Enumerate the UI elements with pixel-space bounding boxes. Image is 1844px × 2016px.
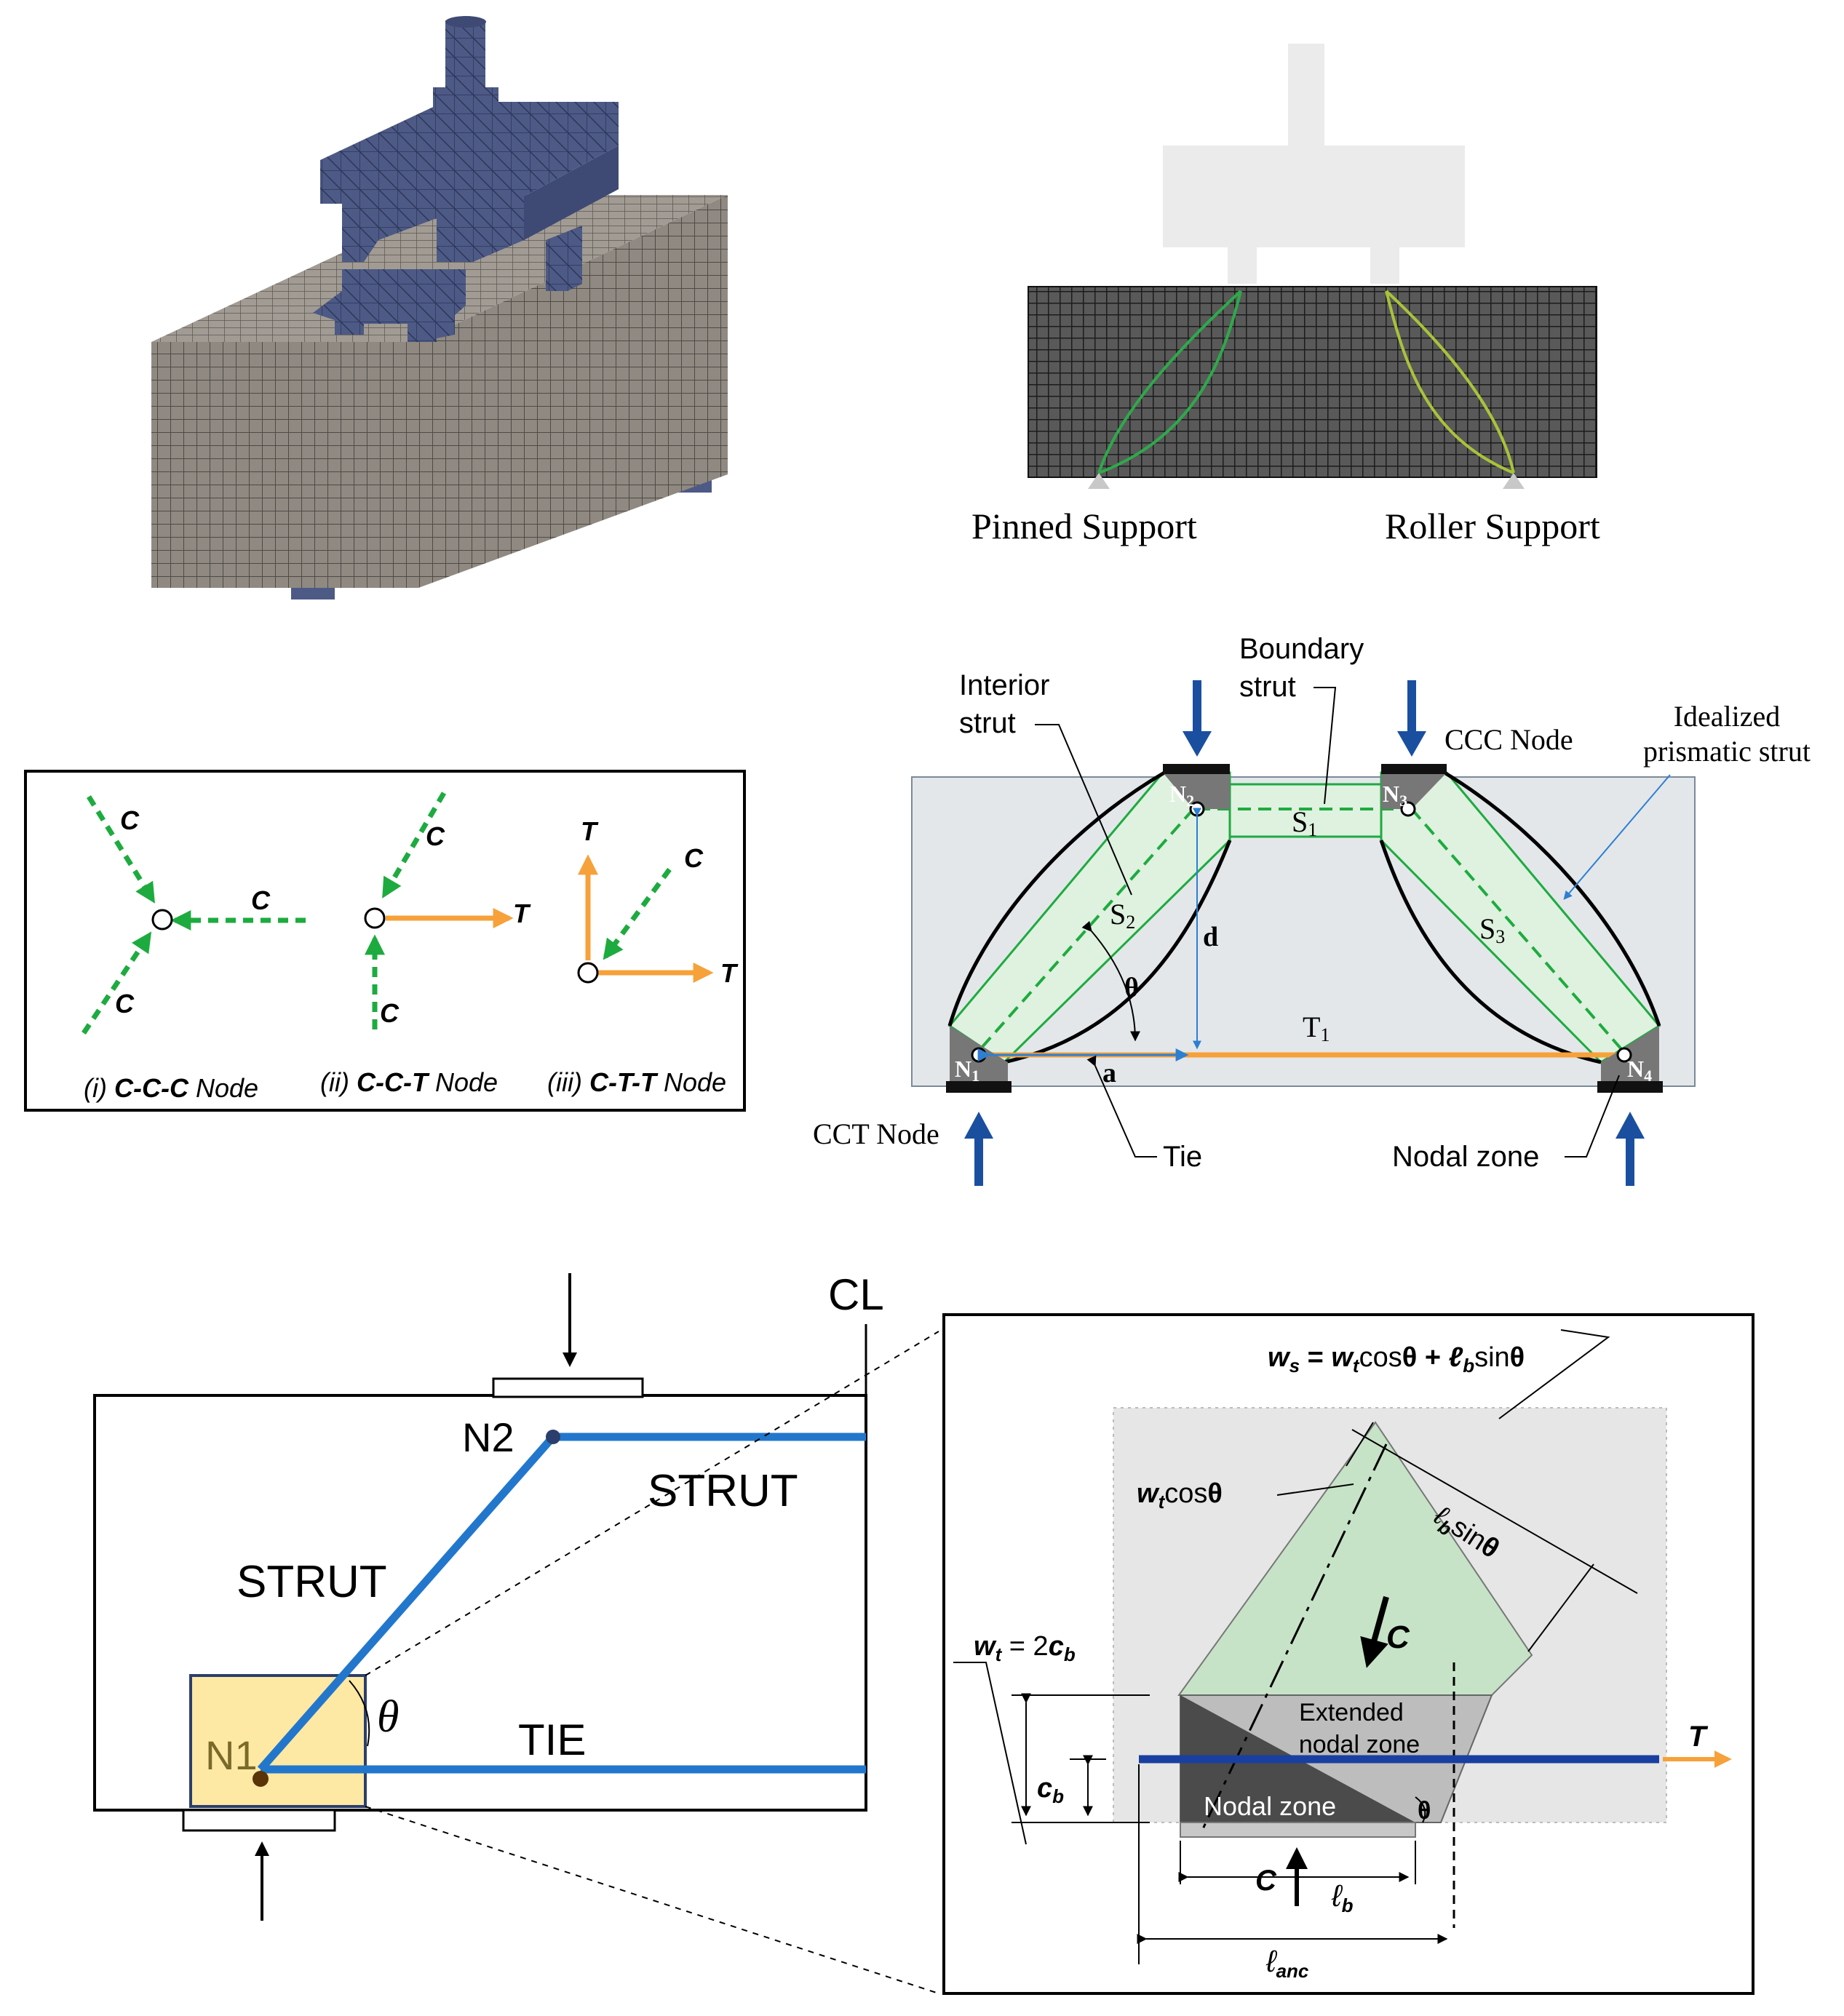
- load-point-right: [1370, 240, 1399, 284]
- cb-label: cb: [1037, 1773, 1064, 1807]
- node-types-panel: C C C (i) C-C-C Node C C T (ii) C-C-T No…: [24, 770, 746, 1112]
- diagonal-strut: [257, 1434, 557, 1772]
- strut-right-label: STRUT: [648, 1466, 798, 1516]
- reaction-arrow-n4: [1616, 1112, 1645, 1139]
- ccc-c1: C: [120, 805, 140, 835]
- beam-side-face: [418, 195, 728, 588]
- ws-formula: ws = wtcosθ + ℓbsinθ: [1268, 1342, 1525, 1376]
- ccc-node-label: CCC Node: [1444, 723, 1573, 756]
- load-plate: [433, 87, 498, 124]
- cct-node-label: CCT Node: [813, 1117, 939, 1150]
- reaction-arrow-n1: [964, 1112, 993, 1139]
- roller-support-icon: [1503, 473, 1525, 489]
- theta-detail-label: θ: [1418, 1797, 1431, 1825]
- ctt-t2: T: [720, 958, 739, 988]
- theta-label: θ: [1124, 973, 1139, 1003]
- pinned-support-label: Pinned Support: [971, 506, 1197, 546]
- spreader-beam: [320, 102, 619, 262]
- cct-node: C C T (ii) C-C-T Node: [320, 792, 531, 1097]
- nodal-zone-label: Nodal zone: [1392, 1141, 1539, 1173]
- wt-cos-label: wtcosθ: [1137, 1478, 1223, 1513]
- strut-left-label: STRUT: [237, 1557, 387, 1607]
- tie-label: Tie: [1163, 1141, 1202, 1173]
- ctt-t1: T: [581, 816, 599, 846]
- n2-truss-label: N2: [462, 1414, 514, 1460]
- load-ram: [445, 20, 485, 93]
- load-arrow-n2: [1183, 731, 1212, 757]
- s3-label: S3: [1479, 912, 1505, 947]
- load-point-left: [1228, 240, 1257, 284]
- ctt-node: T C T (iii) C-T-T Node: [547, 816, 739, 1097]
- n1-label: N1: [955, 1056, 979, 1085]
- nodal-zone-n2: [1163, 773, 1230, 809]
- theta-truss-label: θ: [377, 1692, 399, 1742]
- t1-label: T1: [1303, 1011, 1330, 1045]
- nodal-zone-detail-label: Nodal zone: [1204, 1791, 1336, 1821]
- s1-label: S1: [1292, 805, 1317, 840]
- ctt-node-point: [577, 962, 599, 984]
- nodal-detail-panel: ws = wtcosθ + ℓbsinθ wtcosθ ℓbsinθ wt = …: [942, 1313, 1754, 1995]
- n1-truss-label: N1: [205, 1732, 258, 1778]
- fe-mesh-beam: [1028, 286, 1597, 478]
- s2-label: S2: [1110, 898, 1135, 933]
- roller-support-label: Roller Support: [1385, 506, 1600, 546]
- n2-label: N2: [1169, 781, 1194, 810]
- n3-label: N3: [1383, 781, 1407, 810]
- n4-label: N4: [1627, 1056, 1652, 1085]
- bottom-bearing-plate: [182, 1809, 336, 1832]
- tie-truss-label: TIE: [518, 1716, 586, 1764]
- ccc-node-point: [151, 909, 173, 931]
- t-detail-label: T: [1688, 1721, 1709, 1753]
- beam-front-face: [151, 342, 418, 588]
- ccc-c3: C: [115, 989, 135, 1019]
- beam-top-face: [151, 195, 728, 342]
- d-label: d: [1203, 922, 1218, 952]
- ccc-c2: C: [251, 885, 271, 915]
- lanc-label: ℓanc: [1265, 1944, 1309, 1982]
- a-label: a: [1102, 1058, 1116, 1088]
- load-arrow-n3: [1397, 731, 1426, 757]
- ctt-caption: (iii) C-T-T Node: [547, 1067, 726, 1097]
- lb-label: ℓb: [1331, 1878, 1354, 1916]
- node-n1-zone: [189, 1674, 367, 1808]
- nodal-zone-n3: [1381, 773, 1447, 809]
- fem-3d-model: [135, 0, 884, 611]
- c-top-label: C: [1386, 1619, 1410, 1655]
- cl-label: CL: [828, 1270, 884, 1319]
- cct-node-point: [364, 907, 386, 929]
- ccc-node: C C C (i) C-C-C Node: [82, 795, 306, 1103]
- c-bottom-label: C: [1255, 1865, 1277, 1897]
- n1-point: [253, 1771, 269, 1787]
- pinned-support-icon: [1088, 473, 1110, 489]
- cct-c1: C: [426, 821, 445, 851]
- cct-t1: T: [513, 899, 531, 928]
- load-frame-2d: [1163, 146, 1465, 247]
- ccc-caption: (i) C-C-C Node: [84, 1073, 258, 1103]
- fem-2d-model: Pinned Support Roller Support: [971, 0, 1674, 611]
- ctt-c1: C: [684, 843, 704, 873]
- wt-eq-label: wt = 2cb: [974, 1631, 1076, 1665]
- cct-caption: (ii) C-C-T Node: [320, 1067, 498, 1097]
- truss-panel: CL N2 STRUT STRUT N1 θ TIE: [93, 1270, 939, 1994]
- top-bearing-plate: [492, 1377, 644, 1398]
- cct-c2: C: [380, 998, 400, 1028]
